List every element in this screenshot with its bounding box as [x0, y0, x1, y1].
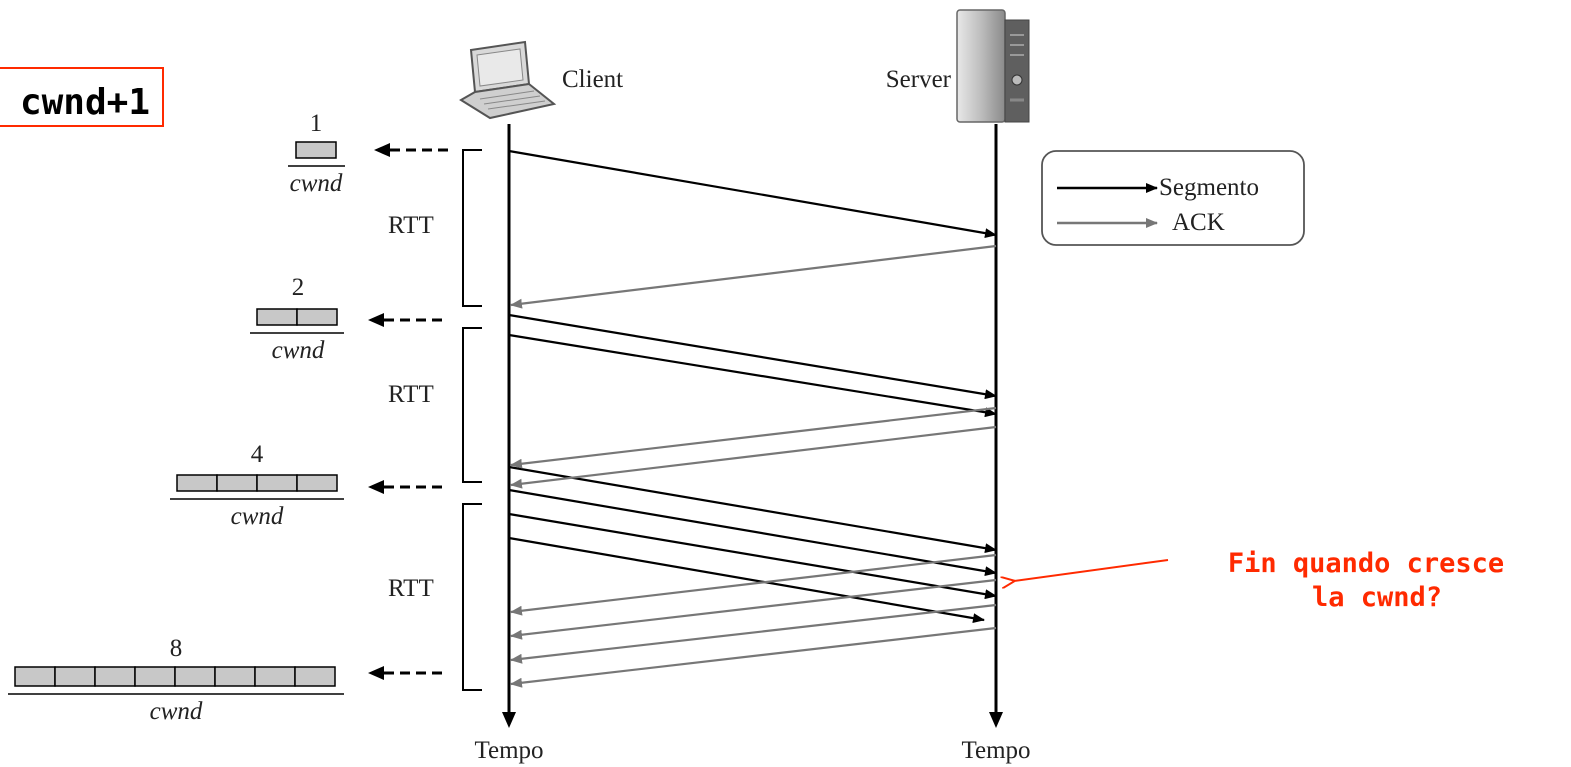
rtt-bracket	[462, 149, 482, 307]
legend-segment-label: Segmento	[1159, 174, 1259, 201]
cwnd-step-8: 8 cwnd	[8, 635, 344, 725]
ack-arrow	[510, 578, 997, 640]
segment-arrow	[508, 465, 997, 554]
rtt-label: RTT	[388, 381, 434, 408]
cwnd-step-4: 4 cwnd	[170, 441, 344, 530]
server-timeline-arrowhead	[989, 712, 1003, 728]
rtt-bracket	[462, 503, 482, 691]
segment-arrow	[508, 536, 985, 624]
ack-arrow	[510, 244, 997, 309]
cwnd-step-2: 2 cwnd	[250, 274, 344, 364]
cwnd-label: cwnd	[290, 170, 343, 197]
ack-arrow	[510, 553, 997, 616]
laptop-icon	[459, 40, 557, 120]
server-time-label: Tempo	[961, 737, 1030, 764]
formula-box: cwnd = cwnd+1	[0, 67, 164, 127]
ack-arrow	[510, 626, 997, 688]
cwnd-step-1: 1 cwnd	[288, 110, 345, 197]
server-label: Server	[886, 66, 952, 93]
cwnd-label: cwnd	[231, 503, 284, 530]
client-timeline-arrowhead	[502, 712, 516, 728]
client-time-label: Tempo	[474, 737, 543, 764]
segment-arrows	[508, 149, 997, 624]
cwnd-value: 2	[292, 274, 305, 301]
annotation-line1: Fin quando cresce	[1228, 548, 1504, 579]
ack-arrow	[510, 425, 997, 489]
ack-arrow	[510, 603, 997, 664]
cwnd-value: 8	[170, 635, 183, 662]
rtt-label: RTT	[388, 575, 434, 602]
segment-arrow	[508, 313, 997, 400]
cwnd-label: cwnd	[272, 337, 325, 364]
cwnd-value: 1	[310, 110, 323, 137]
ack-arrow	[510, 406, 997, 469]
dashed-arrow	[368, 313, 442, 327]
ack-arrows	[510, 244, 997, 688]
legend: Segmento ACK	[1041, 150, 1305, 246]
rtt-label: RTT	[388, 212, 434, 239]
annotation-line2: la cwnd?	[1312, 582, 1442, 613]
legend-ack-label: ACK	[1172, 209, 1225, 236]
annotation-arrow	[1014, 559, 1169, 581]
server-icon	[956, 9, 1030, 123]
segment-arrow	[508, 488, 997, 577]
rtt-bracket	[462, 327, 482, 483]
cwnd-value: 4	[251, 441, 264, 468]
segment-arrow	[508, 512, 997, 600]
segment-arrow	[508, 333, 997, 418]
cwnd-label: cwnd	[150, 698, 203, 725]
formula-text: cwnd = cwnd+1	[0, 82, 150, 123]
client-label: Client	[562, 66, 623, 93]
segment-arrow	[508, 149, 997, 239]
dashed-arrow	[368, 480, 442, 494]
dashed-arrow	[368, 666, 442, 680]
dashed-arrow	[374, 143, 448, 157]
